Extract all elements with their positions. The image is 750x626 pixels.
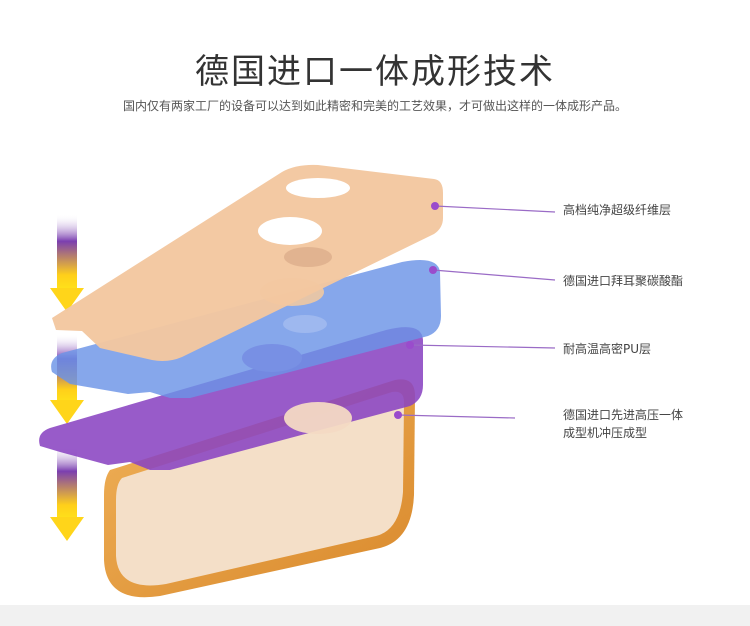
layer-label-molding-line1: 德国进口先进高压一体	[563, 408, 684, 422]
microfiber-layer	[52, 164, 443, 361]
layer-label-molding: 德国进口先进高压一体 成型机冲压成型	[563, 406, 683, 442]
footer-band	[0, 605, 750, 626]
page-subtitle: 国内仅有两家工厂的设备可以达到如此精密和完美的工艺效果，才可做出这样的一体成形产…	[122, 99, 627, 113]
layer-label-polycarbonate: 德国进口拜耳聚碳酸酯	[563, 274, 684, 288]
arrow-1	[50, 215, 84, 312]
layer-label-microfiber: 高档纯净超级纤维层	[563, 203, 672, 217]
arrow-3	[50, 445, 84, 541]
layer-label-pu: 耐高温高密PU层	[563, 342, 652, 356]
layer-label-molding-line2: 成型机冲压成型	[563, 426, 648, 440]
leader-lines	[394, 202, 556, 419]
leather-shell-layer	[104, 379, 415, 598]
page-title: 德国进口一体成形技术	[195, 52, 555, 92]
